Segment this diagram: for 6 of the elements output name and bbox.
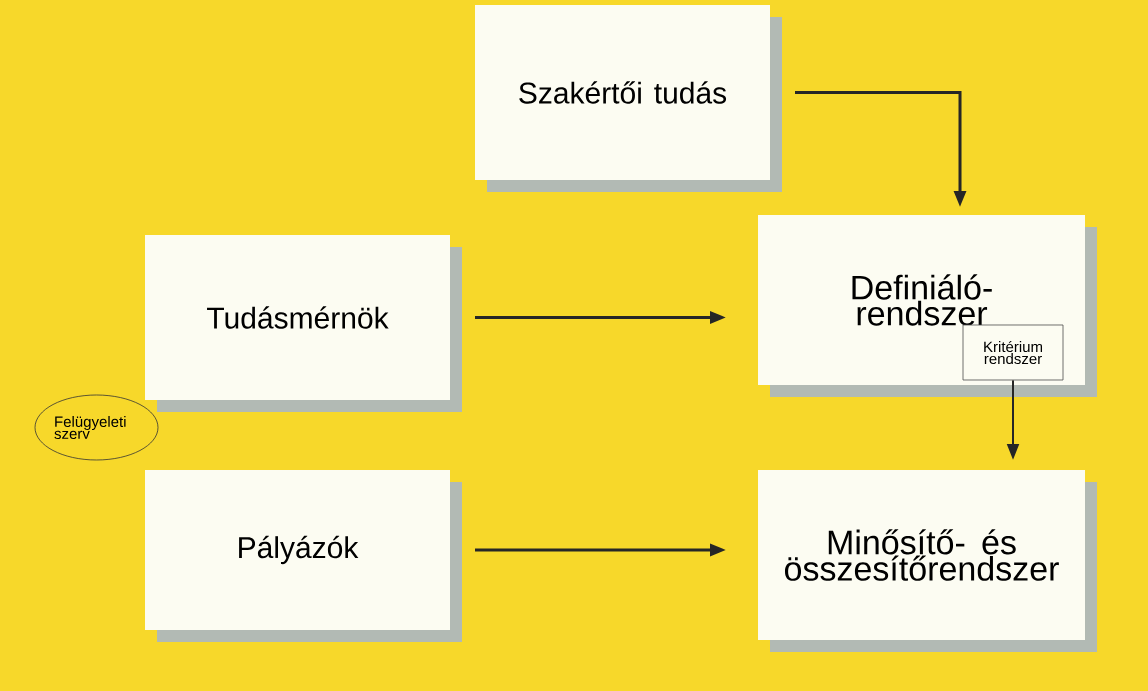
label-box: Kritérium rendszer [962, 324, 1064, 381]
ellipse-node: Felügyeleti szerv [34, 394, 159, 461]
process-box: Minősítő- és összesítőrendszer [758, 470, 1085, 640]
process-box: Szakértői tudás [475, 5, 770, 180]
process-box: Pályázók [145, 470, 450, 630]
process-box: Tudásmérnök [145, 235, 450, 400]
